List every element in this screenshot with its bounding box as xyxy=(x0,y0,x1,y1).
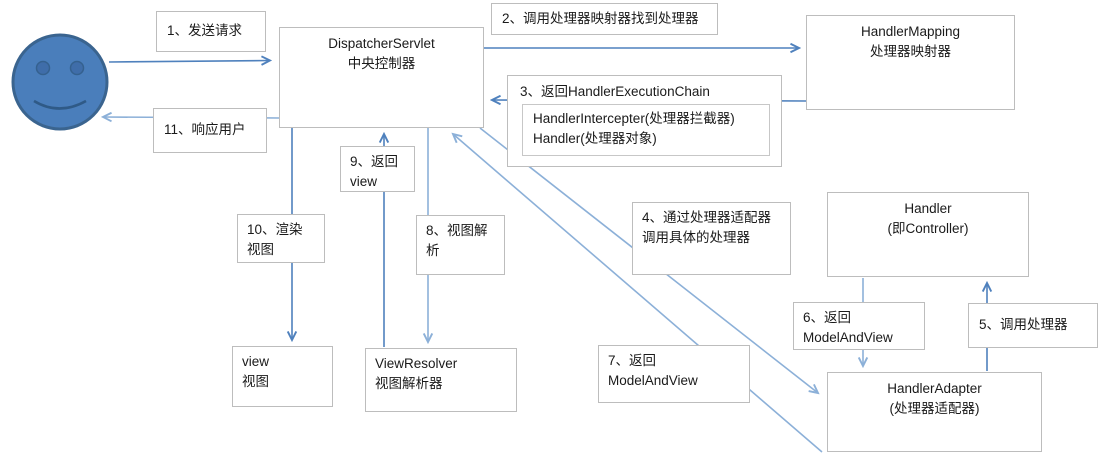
node-subtitle: 视图解析器 xyxy=(375,376,443,392)
chain-item-handler: Handler(处理器对象) xyxy=(533,131,657,147)
edge-7-return-modelandview xyxy=(451,132,823,453)
node-subtitle: 处理器映射器 xyxy=(870,44,951,60)
step-label-text: 8、视图解 xyxy=(426,223,488,238)
step-10-render-view-label: 10、渲染 视图 xyxy=(237,214,325,263)
node-title: view xyxy=(242,354,270,369)
view-box: view 视图 xyxy=(232,346,333,407)
node-subtitle: (即Controller) xyxy=(887,221,969,237)
chain-item-intercepter: HandlerIntercepter(处理器拦截器) xyxy=(533,111,735,126)
step-label-text: 9、返回 xyxy=(350,154,399,169)
view-resolver-box: ViewResolver 视图解析器 xyxy=(365,348,517,412)
step-label-text: 11、响应用户 xyxy=(164,122,246,138)
node-title: HandlerMapping xyxy=(860,24,961,39)
step-label-text: 1、发送请求 xyxy=(167,23,243,39)
node-title: DispatcherServlet xyxy=(328,36,435,51)
step-label-text: 4、通过处理器适配器 xyxy=(642,210,772,225)
step-3-return-execution-chain-label: 3、返回HandlerExecutionChain HandlerInterce… xyxy=(507,75,782,167)
step-5-call-handler-label: 5、调用处理器 xyxy=(968,303,1098,348)
step-label-text: 6、返回 xyxy=(803,310,852,325)
step-4-call-adapter-label: 4、通过处理器适配器 调用具体的处理器 xyxy=(632,202,791,275)
step-label-text: 5、调用处理器 xyxy=(979,317,1068,333)
step-6-return-modelandview-label: 6、返回 ModelAndView xyxy=(793,302,925,350)
step-label-text: ModelAndView xyxy=(608,373,698,389)
handler-box: Handler (即Controller) xyxy=(827,192,1029,277)
step-1-send-request-label: 1、发送请求 xyxy=(156,11,266,52)
step-label-text: 视图 xyxy=(247,242,274,258)
step-9-return-view-label: 9、返回 view xyxy=(340,146,415,192)
step-2-call-mapping-label: 2、调用处理器映射器找到处理器 xyxy=(491,3,718,35)
handler-adapter-box: HandlerAdapter (处理器适配器) xyxy=(827,372,1042,452)
handler-mapping-box: HandlerMapping 处理器映射器 xyxy=(806,15,1015,110)
node-subtitle: (处理器适配器) xyxy=(889,401,980,417)
step-label-text: view xyxy=(350,174,378,190)
node-title: ViewResolver xyxy=(375,356,458,371)
dispatcher-servlet-box: DispatcherServlet 中央控制器 xyxy=(279,27,484,128)
step-8-view-resolve-label: 8、视图解 析 xyxy=(416,215,505,275)
node-subtitle: 中央控制器 xyxy=(347,56,416,72)
step-label-text: ModelAndView xyxy=(803,330,893,346)
step-label-text: 2、调用处理器映射器找到处理器 xyxy=(502,10,699,26)
step-label-text: 3、返回HandlerExecutionChain xyxy=(520,84,710,99)
user-smiley-icon xyxy=(11,33,109,131)
step-label-text: 析 xyxy=(426,243,440,259)
step-label-text: 7、返回 xyxy=(608,353,657,368)
step-label-text: 10、渲染 xyxy=(247,222,303,237)
node-title: HandlerAdapter xyxy=(887,381,982,396)
step-11-respond-user-label: 11、响应用户 xyxy=(153,108,267,153)
handler-execution-chain-detail-box: HandlerIntercepter(处理器拦截器) Handler(处理器对象… xyxy=(522,104,770,156)
node-subtitle: 视图 xyxy=(242,374,269,390)
step-label-text: 调用具体的处理器 xyxy=(642,230,750,246)
step-7-return-modelandview-label: 7、返回 ModelAndView xyxy=(598,345,750,403)
node-title: Handler xyxy=(904,201,952,216)
edge-1-send-request xyxy=(108,55,273,66)
